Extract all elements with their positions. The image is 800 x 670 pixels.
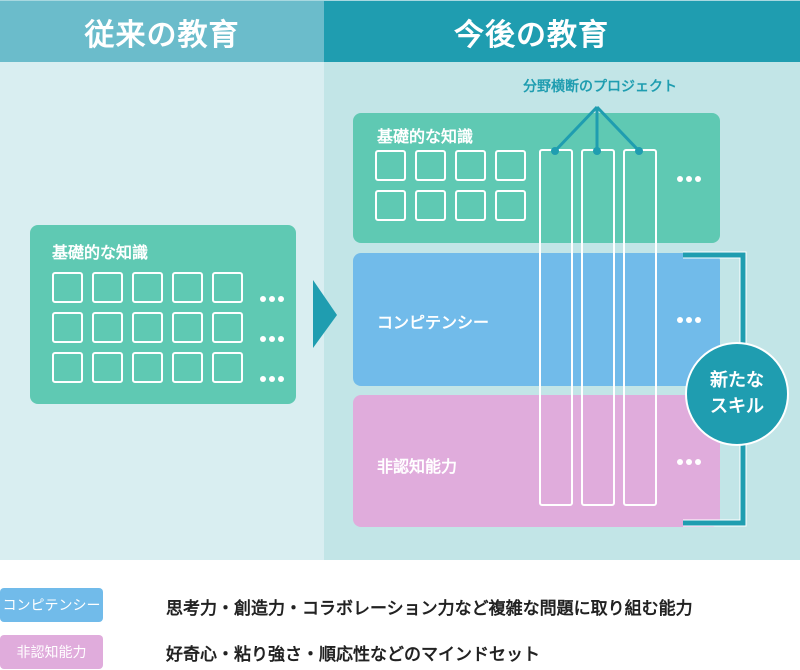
knowledge-cell (495, 150, 526, 181)
knowledge-cell (375, 190, 406, 221)
more-icon (260, 376, 284, 382)
new-skill-line2: スキル (710, 396, 764, 417)
basic-knowledge-card-traditional: 基礎的な知識 (30, 225, 296, 404)
project-column (581, 149, 615, 506)
knowledge-cell (52, 312, 83, 343)
knowledge-cell (415, 150, 446, 181)
legend-text-noncognitive: 好奇心・粘り強さ・順応性などのマインドセット (166, 645, 540, 665)
knowledge-cell (92, 352, 123, 383)
knowledge-cell (132, 352, 163, 383)
competency-card: コンピテンシー (353, 253, 720, 386)
knowledge-cell (52, 272, 83, 303)
project-column (623, 149, 657, 506)
header-left-title: 従来の教育 (84, 17, 240, 53)
more-icon (677, 176, 701, 182)
knowledge-cell (172, 352, 203, 383)
knowledge-cell (455, 190, 486, 221)
more-icon (260, 336, 284, 342)
more-icon (677, 459, 701, 465)
project-column (539, 149, 573, 506)
new-skill-line1: 新たな (710, 370, 764, 391)
legend-badge-competency: コンピテンシー (0, 588, 103, 622)
header-future-education: 今後の教育 (324, 0, 800, 62)
noncognitive-card: 非認知能力 (353, 395, 720, 527)
knowledge-cell (212, 312, 243, 343)
card-title: 非認知能力 (377, 457, 458, 476)
project-connector-icon (551, 105, 643, 155)
new-skill-badge: 新たな スキル (685, 342, 789, 446)
more-icon (677, 317, 701, 323)
knowledge-cell (52, 352, 83, 383)
header-traditional-education: 従来の教育 (0, 0, 324, 62)
knowledge-cell (212, 352, 243, 383)
knowledge-cell (212, 272, 243, 303)
knowledge-cell (172, 272, 203, 303)
card-title: コンピテンシー (377, 313, 490, 332)
knowledge-cell (495, 190, 526, 221)
arrow-right-icon (313, 280, 337, 348)
cross-disciplinary-project-label: 分野横断のプロジェクト (523, 79, 677, 95)
legend-badge-noncognitive: 非認知能力 (0, 635, 103, 669)
knowledge-cell (415, 190, 446, 221)
knowledge-cell (132, 312, 163, 343)
knowledge-cell (92, 272, 123, 303)
legend-text-competency: 思考力・創造力・コラボレーション力など複雑な問題に取り組む能力 (166, 599, 693, 619)
more-icon (260, 296, 284, 302)
basic-knowledge-card-future: 基礎的な知識 (353, 113, 720, 243)
knowledge-cell (172, 312, 203, 343)
card-title: 基礎的な知識 (52, 243, 149, 262)
header-right-title: 今後の教育 (454, 17, 609, 53)
knowledge-cell (455, 150, 486, 181)
knowledge-cell (375, 150, 406, 181)
card-title: 基礎的な知識 (377, 127, 474, 146)
knowledge-cell (132, 272, 163, 303)
knowledge-cell (92, 312, 123, 343)
